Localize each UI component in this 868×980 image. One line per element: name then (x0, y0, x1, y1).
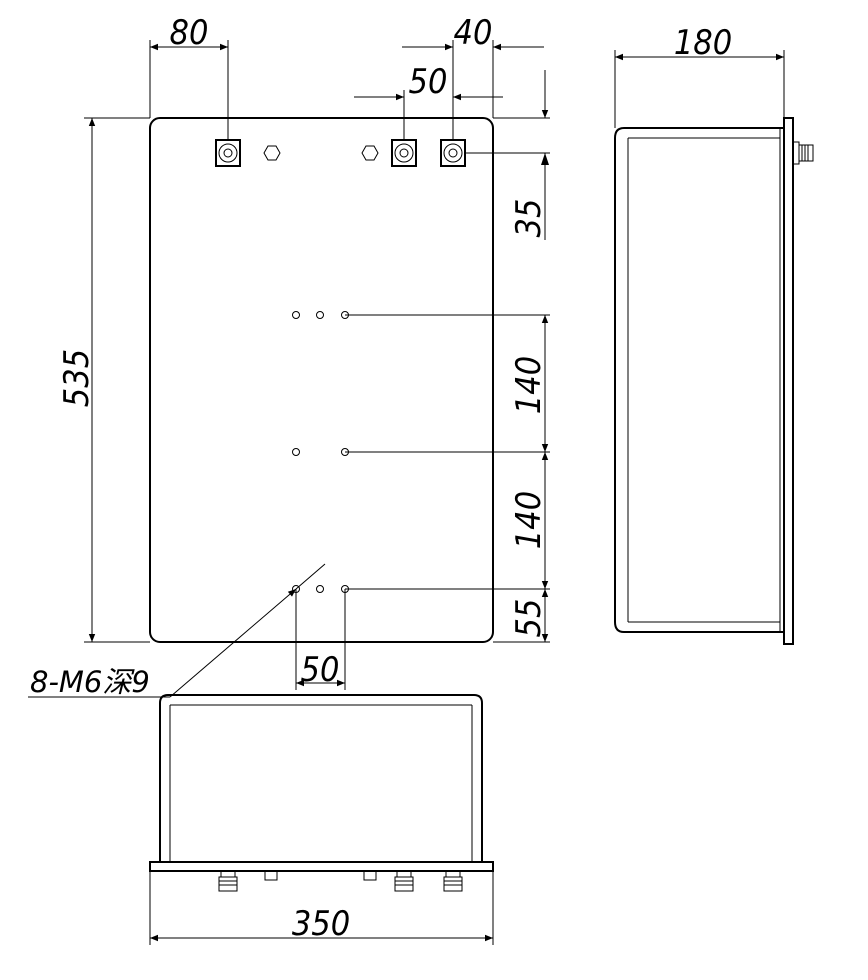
dim-40: 40 (402, 13, 544, 140)
side-view (614, 117, 814, 645)
hole-spec-label: 8-M6深9 (30, 665, 150, 699)
bottom-connector-left (218, 870, 238, 892)
dim-180: 180 (614, 23, 785, 128)
mounting-holes (292, 311, 349, 593)
bottom-flange (149, 861, 494, 872)
side-connector (792, 141, 814, 165)
connector-right (440, 139, 466, 167)
side-enclosure-outline (614, 127, 784, 633)
bottom-connector-right (443, 870, 463, 892)
hex-nut-left (263, 145, 281, 161)
front-panel-outline (149, 117, 494, 643)
dim-80: 80 (149, 13, 229, 140)
connector-left (215, 139, 241, 167)
dim-55-label: 55 (509, 599, 549, 638)
dim-35-label: 35 (509, 199, 549, 238)
bottom-nut-left (264, 870, 278, 881)
dim-350: 350 (149, 871, 494, 945)
dim-535-label: 535 (57, 349, 97, 407)
dim-50-top-label: 50 (409, 62, 448, 102)
dim-535: 535 (57, 117, 150, 643)
dim-140a-label: 140 (509, 356, 549, 414)
dim-140b-label: 140 (509, 491, 549, 549)
dim-180-label: 180 (674, 23, 732, 63)
dim-50-bottom: 50 (295, 589, 346, 690)
dim-50-top: 50 (354, 62, 503, 140)
front-view (149, 117, 494, 643)
dim-40-label: 40 (454, 13, 493, 53)
side-flange (783, 117, 794, 645)
hole-callout: 8-M6深9 (28, 563, 326, 699)
hex-nut-right (361, 145, 379, 161)
bottom-view (149, 694, 494, 892)
dim-80-label: 80 (170, 13, 209, 53)
dim-50-bottom-label: 50 (301, 650, 340, 690)
bottom-nut-right (363, 870, 377, 881)
connector-middle (391, 139, 417, 167)
dim-right-chain: 35 140 140 55 (345, 70, 550, 643)
bottom-connector-middle (394, 870, 414, 892)
bottom-enclosure-outline (159, 694, 483, 862)
dim-350-label: 350 (292, 904, 350, 944)
